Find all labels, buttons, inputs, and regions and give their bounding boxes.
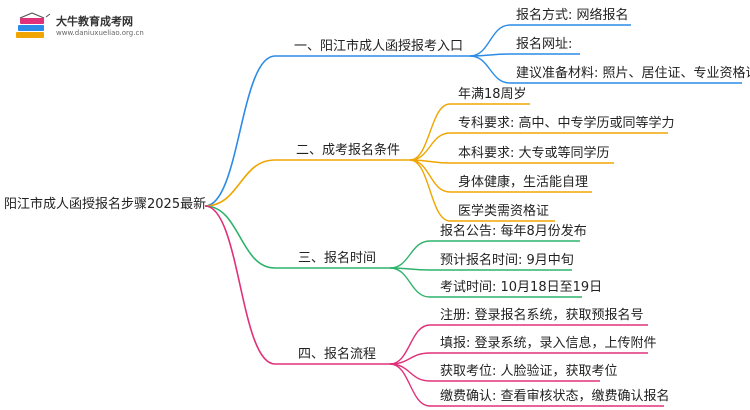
branch-3-leaf-1: 报名公告: 每年8月份发布 xyxy=(440,224,587,239)
site-logo: 大牛教育成考网 www.daniuxueliao.org.cn xyxy=(12,10,162,46)
branch-4-leaf-4: 缴费确认: 查看审核状态，缴费确认报名 xyxy=(440,389,670,404)
root-to-branch-3 xyxy=(204,205,276,269)
branch-4-leaf-2: 填报: 登录系统，录入信息，上传附件 xyxy=(440,336,657,351)
branch-1-leaf-1: 报名方式: 网络报名 xyxy=(516,8,629,23)
branch-2-leaf-2: 专科要求: 高中、中专学历或同等学力 xyxy=(458,116,675,131)
logo-url: www.daniuxueliao.org.cn xyxy=(56,29,144,37)
branch-2-leaf-4: 身体健康，生活能自理 xyxy=(458,175,589,190)
branch-1-leaf-2: 报名网址: xyxy=(516,37,573,52)
branch-3-leaf-2: 预计报名时间: 9月中旬 xyxy=(440,253,574,268)
branch-2-label: 二、成考报名条件 xyxy=(296,143,401,158)
branch-2-leaf-5: 医学类需资格证 xyxy=(458,204,550,219)
book-stack-icon xyxy=(16,12,51,38)
branch-3-label: 三、报名时间 xyxy=(298,251,377,266)
root-to-branch-2 xyxy=(204,159,276,207)
branch-1-label: 一、阳江市成人函授报考入口 xyxy=(294,39,464,54)
branch-4-leaf-3: 获取考位: 人脸验证，获取考位 xyxy=(440,364,618,379)
branch-2-leaf-3: 本科要求: 大专或等同学历 xyxy=(458,146,610,161)
branch-3-leaf-3: 考试时间: 10月18日至19日 xyxy=(440,280,603,295)
branch-1-leaf-3: 建议准备材料: 照片、居住证、专业资格证 xyxy=(516,66,750,81)
root-to-branch-1 xyxy=(204,55,276,207)
branch-4-leaf-1: 注册: 登录报名系统，获取预报名号 xyxy=(440,308,644,323)
logo-name: 大牛教育成考网 xyxy=(56,15,133,28)
branch-1-to-leaf-1 xyxy=(469,24,511,57)
root-topic: 阳江市成人函授报名步骤2025最新 xyxy=(4,197,207,212)
branch-4-label: 四、报名流程 xyxy=(298,347,377,362)
branch-1-to-leaf-3 xyxy=(469,55,511,84)
root-to-branch-4 xyxy=(204,205,276,365)
branch-2-leaf-1: 年满18周岁 xyxy=(458,87,527,102)
